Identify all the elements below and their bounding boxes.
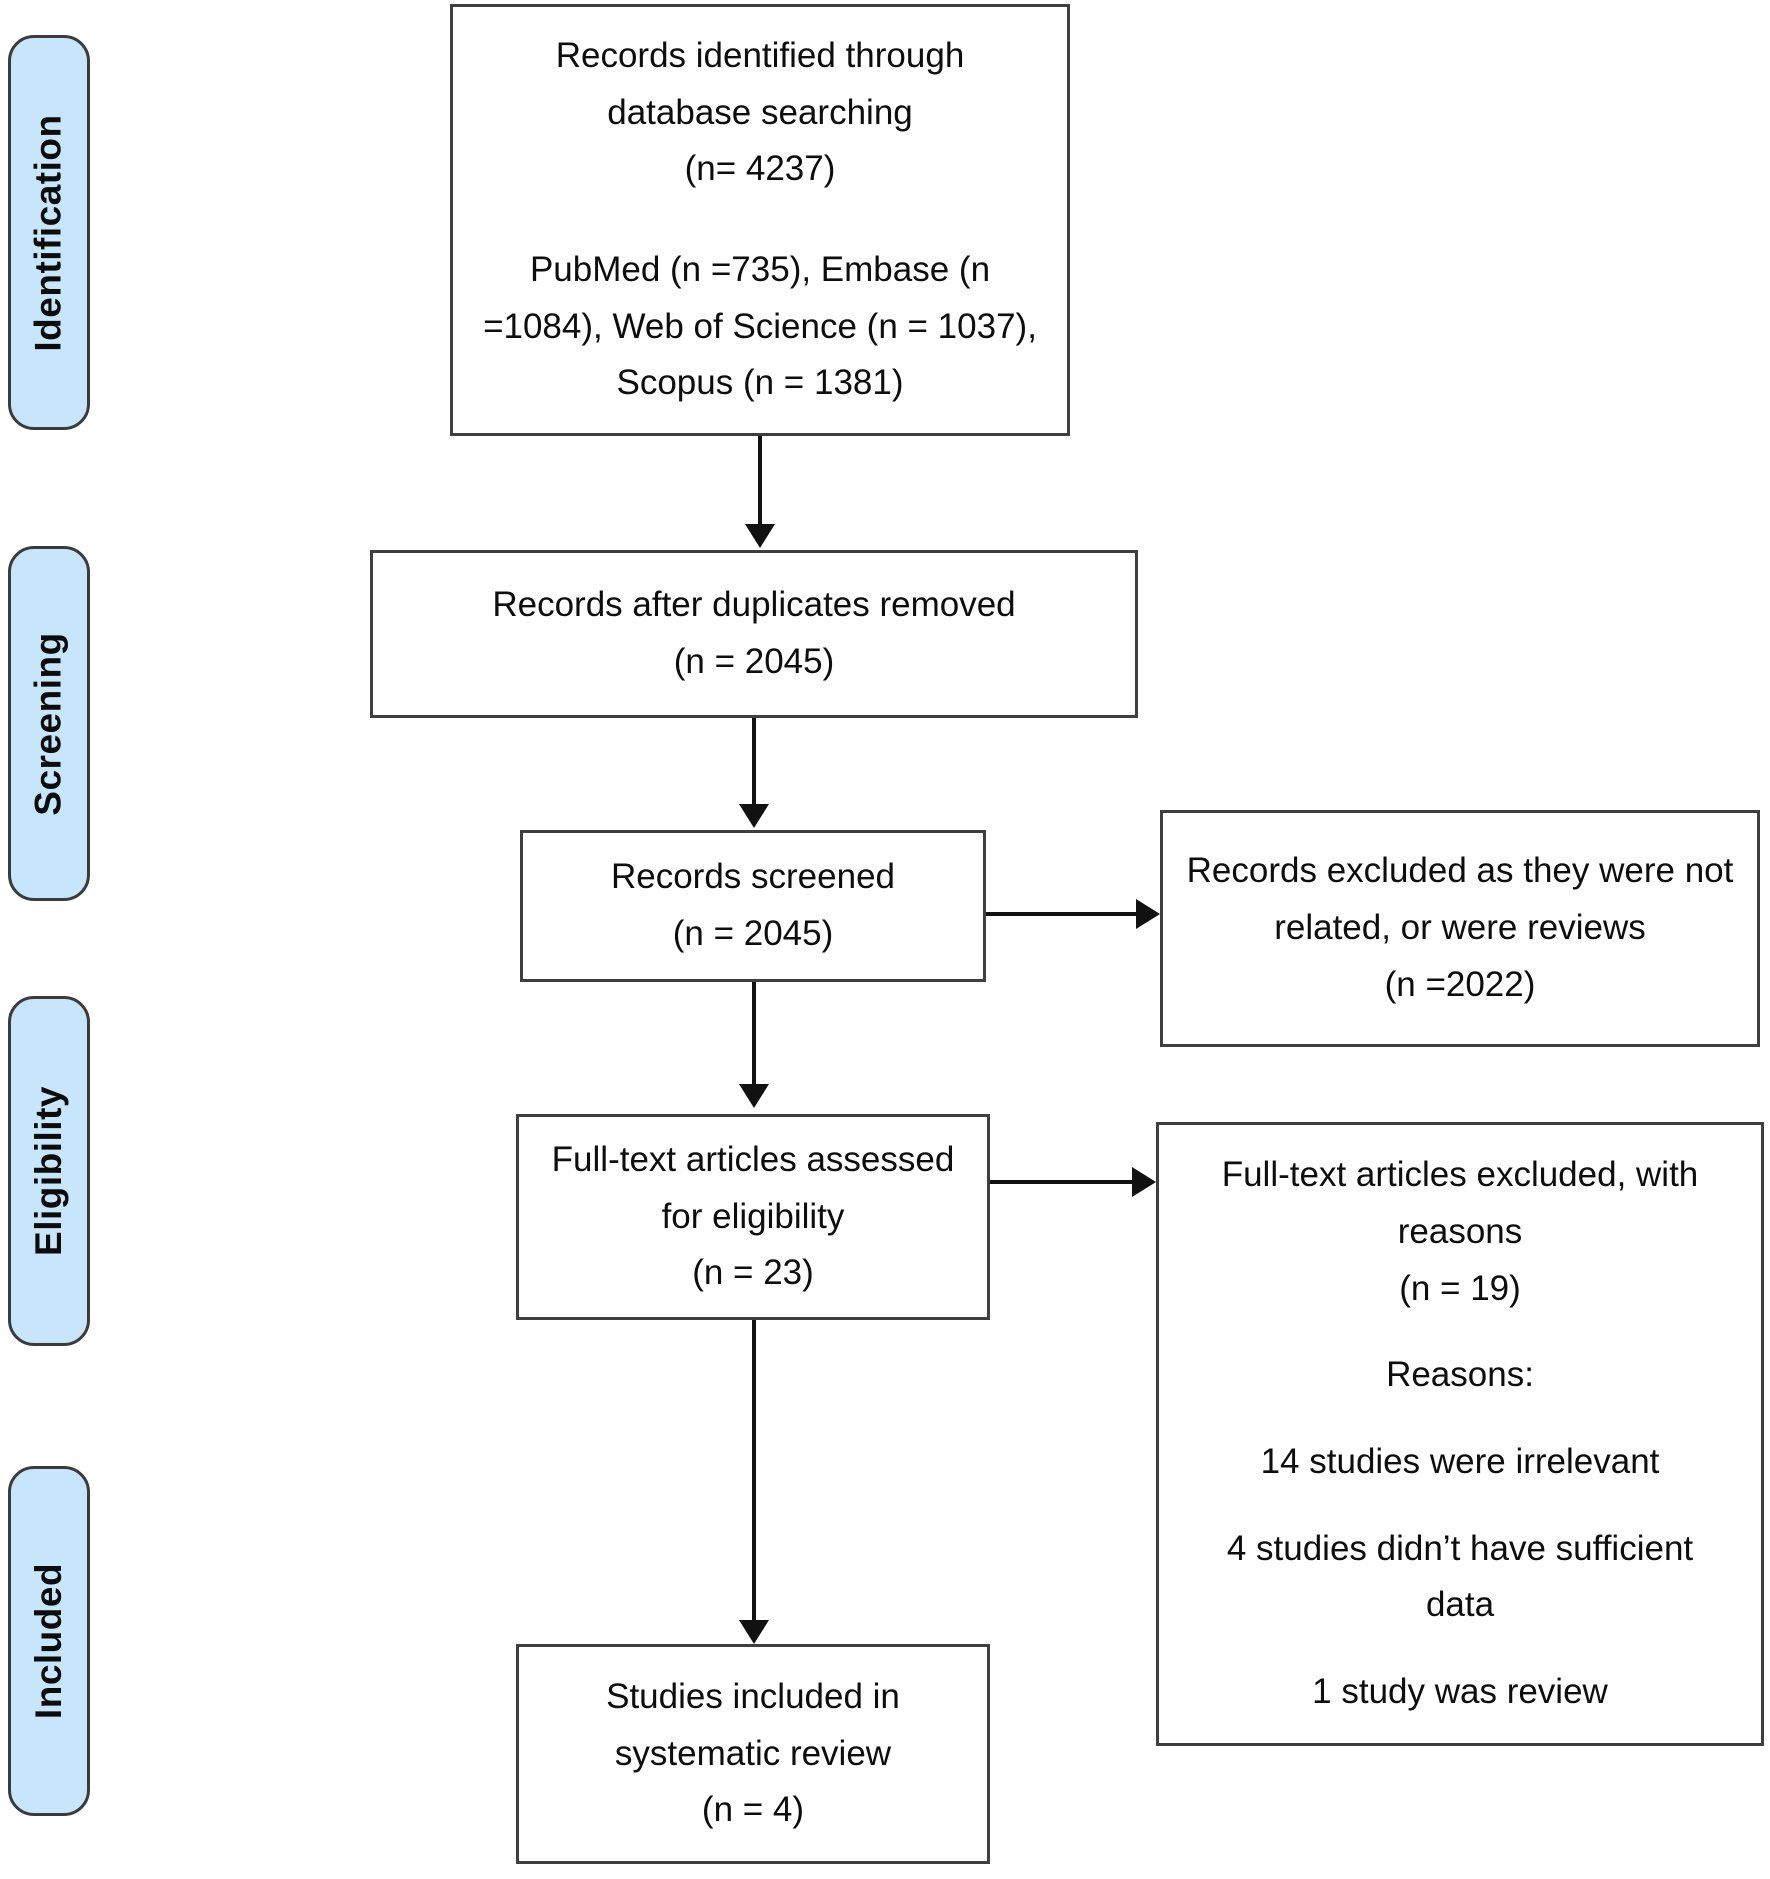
box-fulltext-excluded-reason-2-cont: data — [1425, 1585, 1495, 1625]
arrow-fulltext-to-included — [739, 1620, 769, 1644]
box-records-screened-line-1: Records screened — [610, 857, 896, 897]
box-records-identified-sources-line-1: PubMed (n =735), Embase (n — [529, 250, 991, 289]
box-records-identified-sources-line-2: =1084), Web of Science (n = 1037), — [483, 306, 1037, 346]
stage-pill-included: Included — [8, 1466, 90, 1816]
stage-label-included: Included — [28, 1562, 69, 1720]
box-duplicates-removed-line-1: Records after duplicates removed — [492, 585, 1016, 625]
connector-screened-to-fulltext — [752, 982, 756, 1088]
connector-screened-to-excluded — [986, 912, 1138, 916]
connector-fulltext-to-excluded — [990, 1180, 1134, 1184]
box-duplicates-removed: Records after duplicates removed (n = 20… — [370, 550, 1138, 718]
box-records-identified-line-1: Records identified through — [555, 35, 965, 75]
stage-label-screening: Screening — [28, 631, 69, 816]
box-studies-included-line-3: (n = 4) — [701, 1790, 805, 1830]
box-fulltext-excluded: Full-text articles excluded, with reason… — [1156, 1122, 1764, 1746]
arrow-fulltext-to-excluded — [1132, 1167, 1156, 1197]
connector-identified-to-duplicates — [758, 436, 762, 528]
box-studies-included: Studies included in systematic review (n… — [516, 1644, 990, 1864]
box-records-identified-line-3: (n= 4237) — [684, 149, 836, 189]
box-fulltext-excluded-line-2: reasons — [1397, 1211, 1523, 1251]
box-records-excluded-line-2: related, or were reviews — [1274, 908, 1646, 948]
box-fulltext-excluded-reason-2: 4 studies didn’t have sufficient — [1226, 1528, 1694, 1568]
arrow-identified-to-duplicates — [745, 524, 775, 548]
arrow-duplicates-to-screened — [739, 804, 769, 828]
stage-pill-identification: Identification — [8, 35, 90, 430]
arrow-screened-to-excluded — [1136, 899, 1160, 929]
stage-label-identification: Identification — [28, 113, 70, 352]
box-records-identified: Records identified through database sear… — [450, 4, 1070, 436]
box-studies-included-line-1: Studies included in — [606, 1676, 900, 1716]
box-records-identified-sources-line-3: Scopus (n = 1381) — [616, 363, 904, 403]
box-records-screened-line-2: (n = 2045) — [672, 914, 834, 953]
stage-pill-screening: Screening — [8, 546, 90, 901]
box-fulltext-assessed-line-3: (n = 23) — [692, 1253, 814, 1293]
box-records-identified-line-2: database searching — [607, 92, 913, 132]
box-records-screened: Records screened (n = 2045) — [520, 830, 986, 982]
box-fulltext-excluded-reason-3: 1 study was review — [1312, 1672, 1608, 1712]
box-fulltext-excluded-reasons-heading: Reasons: — [1386, 1355, 1534, 1395]
box-records-excluded-line-1: Records excluded as they were not — [1186, 851, 1734, 891]
stage-pill-eligibility: Eligibility — [8, 996, 90, 1346]
arrow-screened-to-fulltext — [739, 1084, 769, 1108]
box-fulltext-excluded-line-1: Full-text articles excluded, with — [1221, 1155, 1699, 1195]
connector-fulltext-to-included — [752, 1320, 756, 1626]
box-records-excluded-line-3: (n =2022) — [1384, 964, 1536, 1004]
box-fulltext-excluded-line-3: (n = 19) — [1399, 1268, 1521, 1308]
box-records-excluded: Records excluded as they were not relate… — [1160, 810, 1760, 1047]
stage-label-eligibility: Eligibility — [28, 1086, 69, 1256]
connector-duplicates-to-screened — [752, 718, 756, 808]
box-fulltext-assessed: Full-text articles assessed for eligibil… — [516, 1114, 990, 1320]
box-fulltext-assessed-line-1: Full-text articles assessed — [551, 1139, 955, 1179]
box-studies-included-line-2: systematic review — [614, 1733, 892, 1773]
box-fulltext-excluded-reason-1: 14 studies were irrelevant — [1260, 1442, 1660, 1481]
box-fulltext-assessed-line-2: for eligibility — [661, 1196, 845, 1236]
box-duplicates-removed-line-2: (n = 2045) — [673, 642, 835, 681]
